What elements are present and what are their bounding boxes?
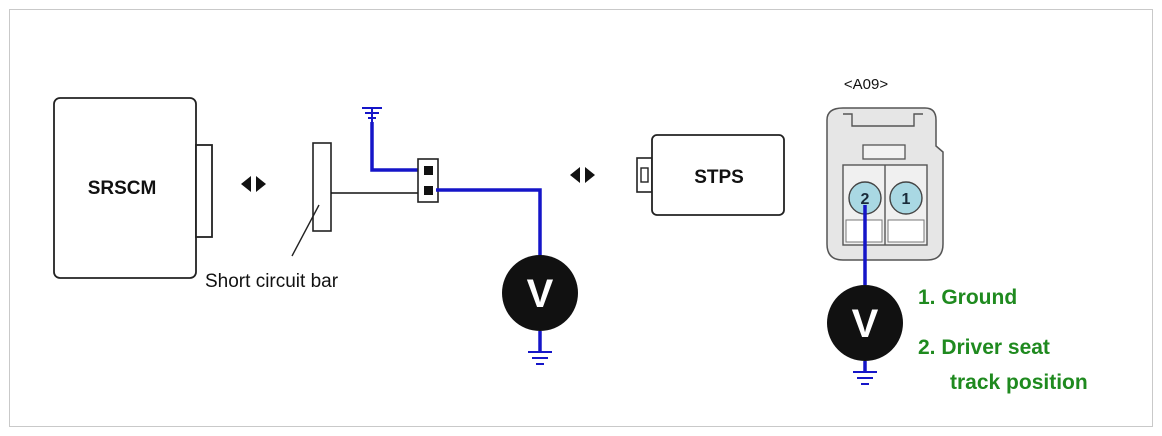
short-bar-body: [312, 142, 332, 232]
connector-a09: [826, 107, 944, 261]
short-circuit-bar: Short circuit bar: [205, 142, 339, 292]
disconnect-arrow-right: [570, 167, 595, 183]
pin-1: 1: [889, 181, 923, 215]
srscm-label: SRSCM: [88, 178, 157, 199]
small-connector: [417, 158, 439, 203]
pin-legend: 1. Ground 2. Driver seat track position: [918, 286, 1088, 394]
bottom-ground-right: [853, 371, 877, 385]
connector-latch: [862, 144, 906, 160]
srscm-module: SRSCM: [53, 97, 213, 279]
pin-1-label: 1: [902, 191, 911, 208]
legend-driver-seat-line2: track position: [950, 371, 1088, 394]
bottom-ground-left: [528, 351, 552, 365]
stps-label: STPS: [694, 167, 744, 188]
pin-2-label: 2: [861, 191, 870, 208]
disconnect-arrow-left: [241, 176, 266, 192]
stps-sensor: STPS: [636, 134, 785, 216]
voltmeter-right: V: [827, 285, 903, 361]
short-bar-label: Short circuit bar: [205, 271, 339, 292]
voltmeter-left: V: [502, 255, 578, 331]
legend-driver-seat-line1: 2. Driver seat: [918, 336, 1050, 359]
voltmeter-left-symbol: V: [527, 272, 554, 316]
short-bar-leader: [291, 204, 320, 257]
connector-id-label: <A09>: [844, 76, 888, 93]
signal-wire-left: [436, 188, 542, 262]
legend-ground: 1. Ground: [918, 286, 1017, 309]
ground-wire-top: [370, 122, 420, 172]
stps-box: [651, 134, 785, 216]
top-ground-symbol: [362, 107, 382, 122]
srscm-connector-tab: [195, 144, 213, 238]
voltmeter-right-symbol: V: [852, 302, 879, 346]
